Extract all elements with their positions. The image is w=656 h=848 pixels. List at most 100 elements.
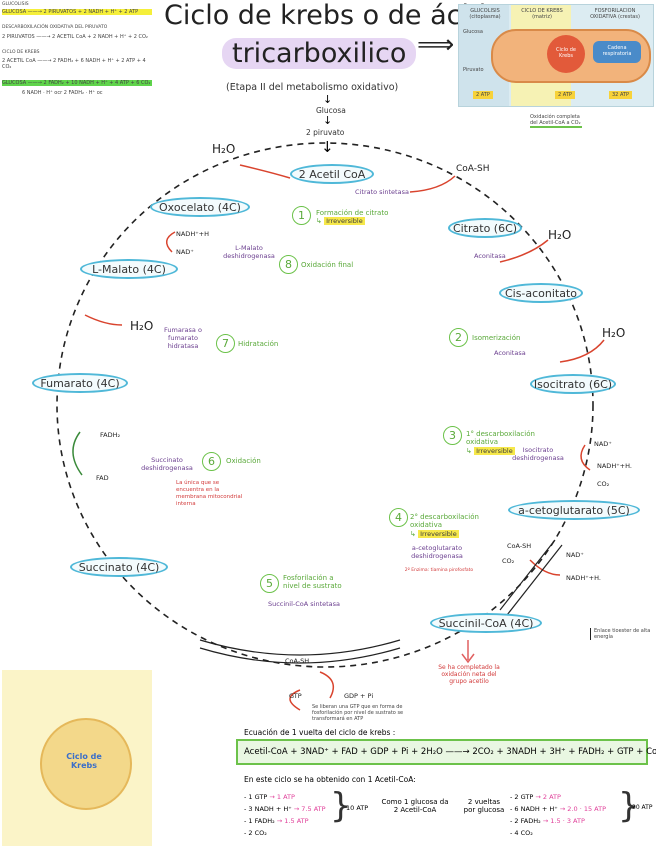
totals-l3-text: - 1 FADH₂ <box>244 817 275 825</box>
mol-h2o-cis: H₂O <box>548 228 572 242</box>
mito-col2-label: CICLO DE KREBS (matriz) <box>521 8 563 20</box>
step-3-label: 1° descarboxilación oxidativa ↳ Irrevers… <box>466 430 535 455</box>
arrow-gdp <box>319 671 335 699</box>
mol-h2o-isocit: H₂O <box>602 326 626 340</box>
equation-box: Acetil-CoA + 3NAD⁺ + FAD + GDP + Pi + 2H… <box>236 739 656 765</box>
mol-fad: FAD <box>96 474 109 482</box>
mol-coa-sh-succinil: CoA-SH <box>285 657 310 665</box>
totals-middle-1: Como 1 glucosa da <box>381 798 449 806</box>
note-total-eq: GLUCOSA ——→ 2 FADH₂ + 10 NADH + H⁺ + 4 A… <box>2 80 152 87</box>
mito-atp2: 2 ATP <box>555 91 575 99</box>
node-acetil-coa: 2 Acetil CoA <box>290 164 374 184</box>
mol-coa-sh-citrato: CoA-SH <box>456 164 490 174</box>
totals-right: - 2 GTP → 2 ATP - 6 NADH + H⁺ → 2.0 · 15… <box>510 791 606 839</box>
thumbnail-circle <box>40 718 132 810</box>
page-title-line2-text: tricarboxilico <box>222 38 417 69</box>
note-glucolisis-eq: GLUCOSA ——→ 2 PIRUVATOS + 2 NADH + H⁺ + … <box>2 9 152 16</box>
totals-middle-2: 2 Acetil-CoA <box>393 806 437 814</box>
totals-l3: - 1 FADH₂ → 1.5 ATP <box>244 815 326 827</box>
arrow-h2o-in2 <box>559 339 605 363</box>
arrow-succinil-down <box>461 640 475 664</box>
mito-glucosa-label: Glucosa <box>463 29 483 35</box>
enzyme-cetoglutarato-dh: a-cetoglutarato deshidrogenasa <box>411 544 463 561</box>
mito-col3-label: FOSFORILACION OXIDATIVA (crestas) <box>590 8 640 20</box>
mol-nad-cetoglu: NAD⁺ <box>566 551 584 559</box>
step-2-number: 2 <box>449 328 468 347</box>
totals-l1: - 1 GTP → 1 ATP <box>244 791 326 803</box>
node-cis-aconitato: Cis-aconitato <box>499 283 583 303</box>
step-5-number: 5 <box>260 574 279 593</box>
node-malato: L-Malato (4C) <box>80 259 178 279</box>
mito-piruvato-label: Piruvato <box>463 67 484 73</box>
step-4-text: 2° descarboxilación oxidativa <box>410 513 479 530</box>
totals-l2: - 3 NADH + H⁺ → 7.5 ATP <box>244 803 326 815</box>
arrow-down-1: ↓ <box>323 93 333 106</box>
thumbnail-diagram: Ciclo de Krebs <box>2 670 152 846</box>
enzyme-succinato-dh: Succinato deshidrogenasa <box>141 456 193 473</box>
step-7-number: 7 <box>216 334 235 353</box>
totals-r1: - 2 GTP → 2 ATP <box>510 791 606 803</box>
step-8-label: Oxidación final <box>301 261 354 269</box>
totals-l4: - 2 CO₂ <box>244 829 267 837</box>
step-1-label: Formación de citrato ↳ Irreversible <box>316 209 389 226</box>
arrow-h2o-fum <box>84 314 123 326</box>
arrow-coa-out <box>409 175 456 193</box>
gtp-note: Se liberan una GTP que en forma de fosfo… <box>312 704 404 722</box>
arrow-double-c <box>199 639 401 656</box>
notes-panel: GLUCOLISIS GLUCOSA ——→ 2 PIRUVATOS + 2 N… <box>2 2 152 114</box>
note-glucolisis-label: GLUCOLISIS <box>2 2 29 7</box>
step-4-number: 4 <box>389 508 408 527</box>
note-extra: 6 NADH · H⁺ ocr 2 FADH₂ · H⁺ oc <box>22 90 103 97</box>
page-title-line1: Ciclo de krebs o de ácido <box>164 0 503 31</box>
enzyme-fumarasa: Fumarasa o fumarato hidratasa <box>164 326 202 351</box>
node-succinil-coa: Succinil-CoA (4C) <box>430 613 542 633</box>
mol-nadh-malato: NADH⁺+H <box>176 230 209 238</box>
totals-l2-atp: → 7.5 ATP <box>293 805 326 813</box>
mol-co2-cetoglu: CO₂ <box>502 557 515 565</box>
equation-caption: Ecuación de 1 vuelta del ciclo de krebs … <box>244 728 396 737</box>
arrow-gtp <box>289 689 301 711</box>
mol-fadh2: FADH₂ <box>100 431 121 439</box>
mol-nadh-cetoglu: NADH⁺+H. <box>566 574 601 582</box>
mito-note: Oxidación completa del Acetil-CoA a CO₂ <box>530 114 582 128</box>
totals-brace-left: } <box>330 786 352 826</box>
page-title-line2: tricarboxilico <box>222 38 417 69</box>
step-3-tag: Irreversible <box>474 446 515 455</box>
title-arrow: ⟹ <box>417 30 455 60</box>
totals-l1-text: - 1 GTP <box>244 793 268 801</box>
mito-cadena-box <box>593 41 641 63</box>
arrow-h2o-in <box>239 164 291 179</box>
enzyme-succinil-sint: Succinil-CoA sintetasa <box>267 600 341 608</box>
enzyme-isocitrato-dh: Isocitrato deshidrogenasa <box>512 446 564 463</box>
enzyme-succinato-note: La única que se encuentra en la membrana… <box>176 480 243 507</box>
node-cetoglutarato: a-cetoglutarato (5C) <box>508 500 640 520</box>
totals-r2-text: - 6 NADH + H⁺ <box>510 805 558 813</box>
mol-gtp: GTP <box>289 692 302 700</box>
totals-atp20: 20 ATP <box>632 804 653 811</box>
mitochondria-panel: GLUCOLISIS (citoplasma) CICLO DE KREBS (… <box>458 4 654 107</box>
step-1-text: Formación de citrato <box>316 209 389 217</box>
cycle-ring <box>56 142 594 668</box>
subtitle: (Etapa II del metabolismo oxidativo) <box>226 82 399 93</box>
enzyme-cetoglutarato-note: 2º Enzima: tiamina pirofosfato <box>404 568 474 573</box>
step-3-number: 3 <box>443 426 462 445</box>
arrow-double <box>499 539 556 611</box>
node-fumarato: Fumarato (4C) <box>32 373 128 393</box>
step-1-tag: Irreversible <box>324 217 365 226</box>
arrow-nad1 <box>580 444 591 471</box>
totals-atp10: 10 ATP <box>346 804 369 812</box>
step-4-tag: Irreversible <box>418 529 459 538</box>
step-7-label: Hidratación <box>238 340 279 348</box>
step-3-text: 1° descarboxilación oxidativa <box>466 430 535 447</box>
succinil-note: Se ha completado la oxidación neta del g… <box>438 664 500 685</box>
mito-krebs-circle <box>547 35 585 73</box>
totals-l2-text: - 3 NADH + H⁺ <box>244 805 292 813</box>
totals-r1-text: - 2 GTP <box>510 793 534 801</box>
mol-gdp-pi: GDP + Pi <box>344 692 374 700</box>
mito-col1-label: GLUCOLISIS (citoplasma) <box>469 8 501 20</box>
totals-r1-atp: → 2 ATP <box>535 793 561 801</box>
arrow-double-d <box>199 647 401 664</box>
enzyme-aconitasa-1: Aconitasa <box>474 252 506 260</box>
mol-nadh-isocit: NADH⁺+H. <box>597 462 632 470</box>
totals-left: - 1 GTP → 1 ATP - 3 NADH + H⁺ → 7.5 ATP … <box>244 791 326 839</box>
